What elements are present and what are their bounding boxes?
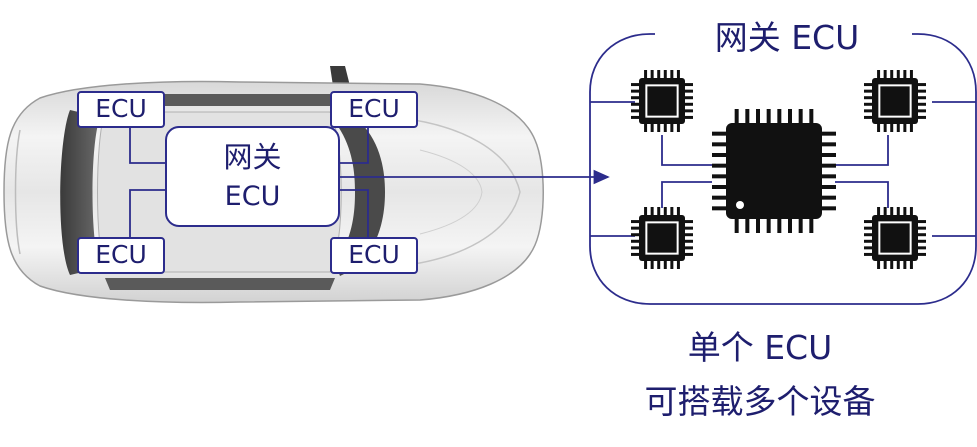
ecu-label: ECU <box>348 240 400 269</box>
ecu-box-front-left: ECU <box>77 91 165 128</box>
wire-chip-top-right <box>835 135 889 166</box>
wire-chip-bottom-left <box>661 181 712 208</box>
car-wiring <box>129 127 369 239</box>
gateway-ecu-box: 网关 ECU <box>165 126 340 227</box>
gateway-panel-frame <box>589 33 977 305</box>
caption-line2: 可搭载多个设备 <box>644 382 876 421</box>
wire-front-left <box>129 127 167 164</box>
panel-side-lines <box>590 101 976 237</box>
gateway-label-line1: 网关 <box>223 140 282 174</box>
ecu-label: ECU <box>95 240 147 269</box>
chip-bottom-left-icon <box>631 207 693 269</box>
ecu-label: ECU <box>348 94 400 123</box>
hood-line <box>399 117 521 267</box>
ecu-box-rear-right: ECU <box>330 237 418 274</box>
right-side-window <box>105 278 335 290</box>
panel-title: 网关 ECU <box>662 16 912 60</box>
panel-wiring <box>661 135 889 208</box>
caption-line1: 单个 ECU <box>687 328 833 367</box>
chip-bottom-right-icon <box>864 207 926 269</box>
wire-rear-right <box>338 189 369 239</box>
central-processor-icon <box>712 109 836 233</box>
ecu-box-front-right: ECU <box>330 91 418 128</box>
windshield <box>335 108 385 276</box>
rear-window <box>60 110 100 275</box>
hood-crease <box>419 149 483 235</box>
panel-chips <box>631 70 926 269</box>
ecu-label: ECU <box>95 94 147 123</box>
ecu-box-rear-left: ECU <box>77 237 165 274</box>
wire-front-right <box>338 127 369 164</box>
wire-chip-bottom-right <box>835 181 889 208</box>
tail-line <box>14 129 21 255</box>
left-mirror <box>330 66 350 86</box>
wire-chip-top-left <box>661 135 712 166</box>
chip-top-left-icon <box>631 70 693 132</box>
gateway-label-line2: ECU <box>224 181 281 212</box>
chip-top-right-icon <box>864 70 926 132</box>
wire-rear-left <box>129 189 167 239</box>
